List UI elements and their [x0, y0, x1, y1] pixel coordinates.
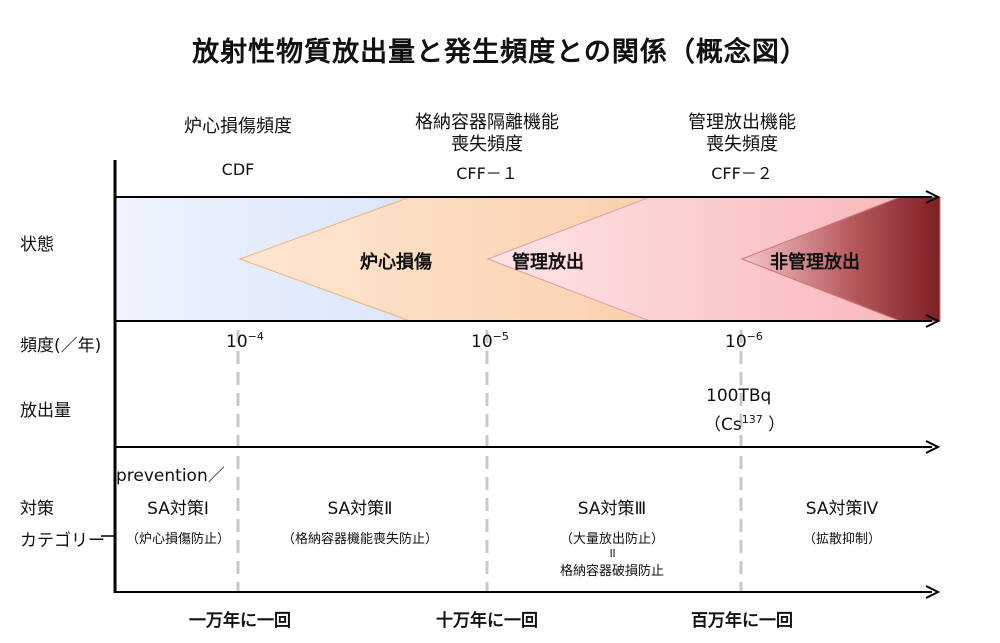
period-label-100k-years: 十万年に一回: [436, 611, 538, 631]
page-title: 放射性物質放出量と発生頻度との関係（概念図）: [192, 37, 808, 68]
category-sa3-desc: （大量放出防止）: [559, 532, 664, 547]
row-label-measures-line2: カテゴリー: [20, 531, 105, 551]
header-cff1-label-line2: 喪失頻度: [451, 134, 523, 155]
header-cff1-label-line1: 格納容器隔離機能: [415, 112, 559, 133]
prevention-label: prevention／: [116, 466, 225, 486]
frequency-label-1e-5: 10−5: [471, 330, 509, 352]
frequency-label-1e-4: 10−4: [226, 330, 264, 352]
category-sa3-name: SA対策Ⅲ: [577, 499, 647, 519]
category-sa3-desc2: 格納容器破損防止: [559, 564, 664, 579]
header-cdf-code: CDF: [221, 160, 255, 179]
frequency-label-1e-6: 10−6: [725, 330, 763, 352]
header-cff2-label-line2: 喪失頻度: [706, 134, 778, 155]
release-amount-nuclide: （Cs137 ）: [704, 413, 786, 435]
category-sa4-desc: （拡散抑制）: [802, 532, 881, 547]
arrow-release: [115, 440, 941, 454]
arrow-bottom: [115, 585, 941, 599]
period-label-1m-years: 百万年に一回: [691, 611, 793, 631]
category-sa2-desc: （格納容器機能喪失防止）: [281, 532, 438, 547]
header-cdf-label: 炉心損傷頻度: [184, 116, 292, 137]
category-sa3-equiv: ॥: [608, 546, 616, 561]
row-label-state: 状態: [20, 235, 54, 255]
row-label-frequency: 頻度(／年): [20, 336, 102, 356]
zone-label-core-damage: 炉心損傷: [360, 252, 432, 273]
header-cff2-label-line1: 管理放出機能: [688, 112, 796, 133]
arrow-frequency: [115, 314, 941, 328]
period-label-10k-years: 一万年に一回: [189, 611, 291, 631]
header-cff2-code: CFF－２: [711, 164, 773, 183]
category-sa1-desc: （炉心損傷防止）: [125, 532, 230, 547]
row-label-measures-line1: 対策: [20, 499, 54, 519]
category-sa1-name: SA対策Ⅰ: [147, 499, 209, 519]
zone-label-managed-release: 管理放出: [512, 252, 584, 273]
header-cff1-code: CFF－１: [456, 164, 518, 183]
category-sa4-name: SA対策Ⅳ: [805, 499, 879, 519]
zone-label-unmanaged-release: 非管理放出: [770, 252, 860, 273]
category-sa2-name: SA対策Ⅱ: [327, 499, 393, 519]
arrow-top: [115, 190, 941, 204]
release-amount-value: 100TBq: [706, 386, 772, 406]
row-label-release: 放出量: [20, 401, 71, 421]
